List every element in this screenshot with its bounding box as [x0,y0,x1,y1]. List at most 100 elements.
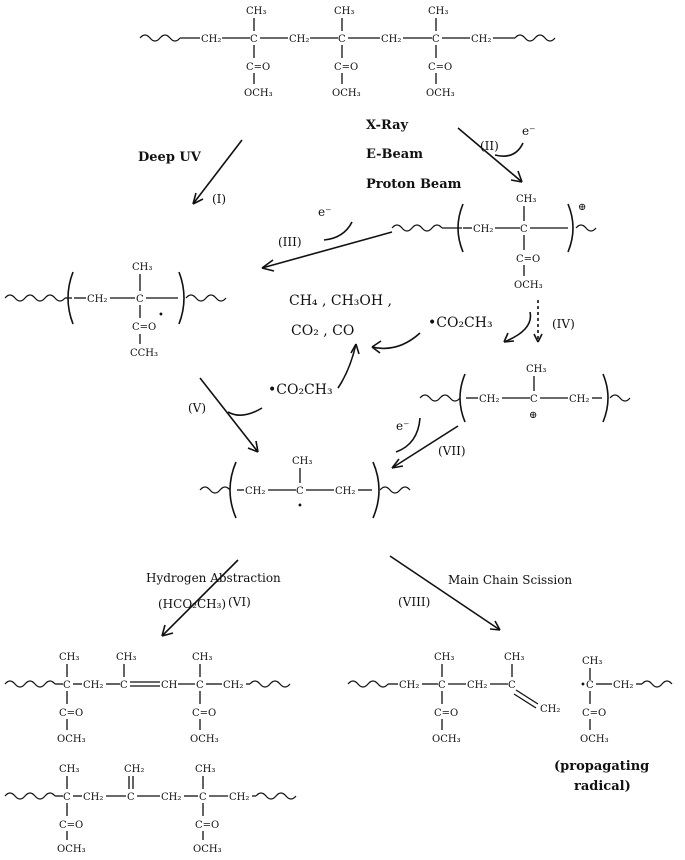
och3-label: OCH₃ [426,88,455,99]
step-v: (V) •CO₂CH₃ [188,343,360,453]
carbonyl-label: C=O [192,708,216,719]
wavy-chain-end [641,680,673,688]
open-bracket [67,271,74,325]
och3-label: OCH₃ [332,88,361,99]
carbon-label: C [530,394,538,405]
arrowhead [161,624,174,637]
ch2-label: CH₂ [467,680,487,691]
carbon-label: C [338,34,346,45]
step-v-label: (V) [188,401,206,415]
ch2-label: CH₂ [335,486,355,497]
ch2-label: CH₂ [479,394,499,405]
small-molecule-products: CH₄ , CH₃OH , CO₂ , CO •CO₂CH₃ [289,293,493,354]
arrow-step-i [192,139,243,205]
och3-label: OCH₃ [514,280,543,291]
step-viii-label: (VIII) [398,595,430,609]
radical-release-arrow [503,311,532,343]
close-bracket [372,461,380,519]
arrow-step-v [199,377,259,453]
wavy-chain-end [199,486,231,494]
carbon-label: C [63,680,71,691]
radical-release-arrow [227,407,263,416]
ch2-label: CH₂ [289,34,309,45]
arrowhead [533,333,543,343]
ch2-label: CH₂ [201,34,221,45]
propagating-radical-label-line2: radical) [574,779,631,794]
wavy-chain-end [4,680,56,688]
ch2-label: CH₂ [471,34,491,45]
radical-dot: • [297,501,303,512]
radical-cation-unit: CH₂ C CH₃ C=O OCH₃ ⊕ [391,194,597,291]
wavy-chain-end [4,792,56,800]
hco2ch3-label: (HCO₂CH₃) [158,597,226,611]
step-vi: Hydrogen Abstraction (HCO₂CH₃) (VI) [146,559,281,637]
double-bond [513,693,537,709]
carbon-label: C [63,792,71,803]
step-vii-label: (VII) [438,444,466,458]
central-radical-unit: CH₂ C CH₃ • CH₂ [199,456,411,519]
ch3-label: CH₃ [59,764,79,775]
och3-label: OCH₃ [244,88,273,99]
arrowhead [192,192,204,205]
carbonyl-label: C=O [334,62,358,73]
ebeam-label: E-Beam [366,147,423,162]
arrowhead [371,340,382,354]
wavy-chain-end [609,394,631,402]
och3-label: OCH₃ [432,734,461,745]
wavy-chain-end [255,792,297,800]
och3-label: OCH₃ [190,734,219,745]
ch2-label: CH₂ [83,792,103,803]
carbocation-unit: CH₂ C CH₃ ⊕ CH₂ [419,364,631,423]
carbonyl-label: C=O [434,708,458,719]
ch3-label: CH₃ [246,6,266,17]
arrow-step-ii [457,127,523,183]
carbon-label: C [196,680,204,691]
ch3-label: CH₃ [116,652,136,663]
step-ii-label: (II) [480,139,499,153]
deep-uv-label: Deep UV [138,150,202,165]
arrowhead [489,620,501,631]
ch2-label: CH₂ [613,680,633,691]
ch3-label: CH₃ [516,194,536,205]
carbonyl-label: C=O [132,322,156,333]
carbon-label: C [586,680,594,691]
arrow-step-vi [161,559,239,637]
left-radical-unit: CH₂ C CH₃ • C=O CCH₃ [4,262,227,359]
ch2-label: CH₂ [124,764,144,775]
wavy-chain-end [514,34,556,42]
unsaturated-product-2: C CH₃ C=O OCH₃ CH₂ C CH₂ CH₂ C CH₃ C=O O… [4,764,297,855]
arrowhead [247,440,259,453]
xray-label: X-Ray [366,118,409,133]
carbon-label: C [136,294,144,305]
products-line-1: CH₄ , CH₃OH , [289,293,392,309]
carbonyl-label: C=O [59,708,83,719]
cch3-label: CCH₃ [130,348,158,359]
propagating-radical-label-line1: (propagating [554,759,649,774]
close-bracket [567,203,574,253]
hydrogen-abstraction-label: Hydrogen Abstraction [146,571,281,585]
radical-dot: • [158,310,164,321]
electron-ejection-arrow [494,142,524,157]
ch2-label: CH₂ [161,792,181,803]
ch2-label: CH₂ [569,394,589,405]
arrow-step-vii [391,425,459,469]
carbonyl-label: C=O [246,62,270,73]
arrowhead [391,458,404,469]
ch3-label: CH₃ [434,652,454,663]
wavy-chain-end [347,680,389,688]
wavy-chain-end [391,224,443,232]
carbon-label: C [199,792,207,803]
step-iv: (IV) [503,300,575,343]
ch2-label: CH₂ [399,680,419,691]
ch2-label: CH₂ [473,224,493,235]
carbon-label: C [508,680,516,691]
carbonyl-label: C=O [195,820,219,831]
unsaturated-product-1: C CH₃ C=O OCH₃ CH₂ C CH₃ CH C CH₃ C=O OC… [4,652,291,745]
wavy-chain-end [419,394,461,402]
arrowhead [261,259,275,272]
carbon-label: C [438,680,446,691]
carbon-label: C [296,486,304,497]
ch2-label: CH₂ [83,680,103,691]
ch3-label: CH₃ [504,652,524,663]
